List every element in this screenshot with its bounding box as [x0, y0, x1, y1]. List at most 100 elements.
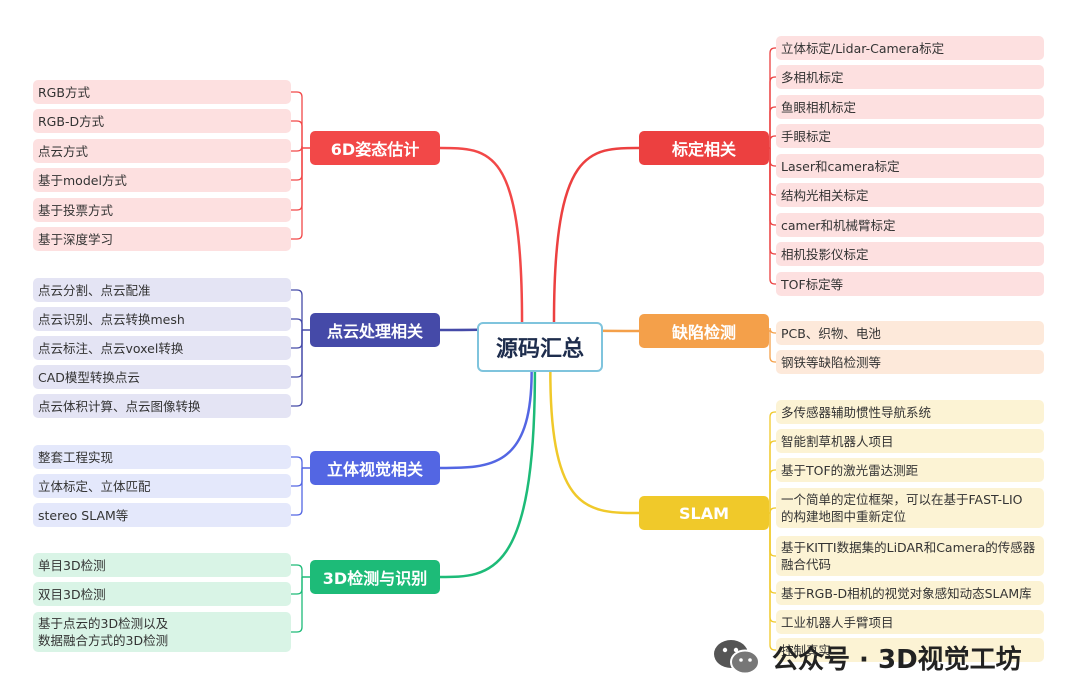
leaf-connector [291, 577, 303, 633]
leaf-connector [291, 456, 303, 468]
topic-calibration: 标定相关 [639, 131, 769, 165]
leaf-item: Laser和camera标定 [776, 154, 1044, 178]
leaf-label: 点云分割、点云配准 [38, 282, 151, 298]
leaf-label: 基于RGB-D相机的视觉对象感知动态SLAM库 [781, 585, 1032, 601]
leaf-label: 立体标定、立体匹配 [38, 478, 151, 494]
leaf-item: 多相机标定 [776, 65, 1044, 89]
leaf-item: 工业机器人手臂项目 [776, 610, 1044, 634]
leaf-item: 整套工程实现 [33, 445, 291, 469]
leaf-connector [291, 289, 303, 330]
leaf-item: stereo SLAM等 [33, 503, 291, 527]
leaf-item: 点云分割、点云配准 [33, 278, 291, 302]
leaf-label: 点云标注、点云voxel转换 [38, 340, 184, 356]
leaf-label: 点云识别、点云转换mesh [38, 311, 185, 327]
topic-connector [439, 371, 533, 470]
leaf-connector [769, 327, 776, 334]
leaf-label: 鱼眼相机标定 [781, 99, 857, 115]
leaf-label: RGB-D方式 [38, 113, 105, 129]
leaf-label: Laser和camera标定 [781, 158, 900, 174]
leaf-item: 点云标注、点云voxel转换 [33, 336, 291, 360]
leaf-label: 基于投票方式 [38, 202, 114, 218]
leaf-item: 结构光相关标定 [776, 183, 1044, 207]
leaf-connector [291, 468, 303, 516]
leaf-connector [769, 469, 776, 513]
leaf-item: CAD模型转换点云 [33, 365, 291, 389]
leaf-label: 点云体积计算、点云图像转换 [38, 398, 201, 414]
leaf-item: 基于深度学习 [33, 227, 291, 251]
topic-connector [439, 371, 537, 579]
leaf-item: 立体标定/Lidar-Camera标定 [776, 36, 1044, 60]
leaf-item: 智能割草机器人项目 [776, 429, 1044, 453]
leaf-connector [291, 120, 303, 148]
wechat-icon [714, 640, 760, 675]
leaf-label: 钢铁等缺陷检测等 [781, 354, 882, 370]
leaf-item: 基于点云的3D检测以及数据融合方式的3D检测 [33, 612, 291, 652]
leaf-item: 基于投票方式 [33, 198, 291, 222]
leaf-label: 相机投影仪标定 [781, 246, 869, 262]
leaf-connector [769, 440, 776, 513]
leaf-connector [769, 106, 776, 148]
leaf-label: PCB、织物、电池 [781, 325, 881, 341]
leaf-connector [291, 468, 303, 487]
leaf-item: 基于KITTI数据集的LiDAR和Camera的传感器融合代码 [776, 536, 1044, 576]
leaf-connector [769, 135, 776, 148]
leaf-connector [291, 577, 303, 595]
leaf-label: 双目3D检测 [38, 586, 106, 602]
watermark-text: 公众号 · 3D视觉工坊 [772, 644, 1022, 675]
leaf-item: 点云识别、点云转换mesh [33, 307, 291, 331]
topic-connector [549, 371, 640, 515]
topic-stereo-vision: 立体视觉相关 [310, 451, 440, 485]
leaf-connector [769, 411, 776, 513]
leaf-connector [769, 76, 776, 148]
leaf-item: 相机投影仪标定 [776, 242, 1044, 266]
leaf-connector [291, 330, 303, 407]
leaf-connector [291, 564, 303, 577]
topic-3d-detection: 3D检测与识别 [310, 560, 440, 594]
leaf-label: camer和机械臂标定 [781, 217, 896, 233]
leaf-connector [769, 47, 776, 148]
leaf-label: 单目3D检测 [38, 557, 106, 573]
leaf-item: RGB-D方式 [33, 109, 291, 133]
leaf-label: 基于深度学习 [38, 231, 114, 247]
leaf-connector [291, 91, 303, 148]
watermark: 公众号 · 3D视觉工坊 [712, 632, 1062, 682]
leaf-connector [291, 148, 303, 240]
leaf-connector [769, 513, 776, 651]
leaf-label: 点云方式 [38, 143, 89, 159]
leaf-connector [291, 318, 303, 330]
leaf-item: TOF标定等 [776, 272, 1044, 296]
leaf-label: 手眼标定 [781, 128, 832, 144]
leaf-item: 点云方式 [33, 139, 291, 163]
leaf-item: RGB方式 [33, 80, 291, 104]
topic-defect-detection: 缺陷检测 [639, 314, 769, 348]
leaf-item: 多传感器辅助惯性导航系统 [776, 400, 1044, 424]
leaf-label: 智能割草机器人项目 [781, 433, 894, 449]
leaf-label: 多传感器辅助惯性导航系统 [781, 404, 932, 420]
leaf-item: 立体标定、立体匹配 [33, 474, 291, 498]
leaf-item: 手眼标定 [776, 124, 1044, 148]
leaf-item: 单目3D检测 [33, 553, 291, 577]
topic-slam: SLAM [639, 496, 769, 530]
leaf-item: 钢铁等缺陷检测等 [776, 350, 1044, 374]
leaf-label: 基于点云的3D检测以及数据融合方式的3D检测 [38, 616, 169, 648]
leaf-item: 双目3D检测 [33, 582, 291, 606]
leaf-label: 多相机标定 [781, 69, 844, 85]
leaf-item: 基于model方式 [33, 168, 291, 192]
leaf-item: 控制真实 [776, 638, 1044, 662]
leaf-connector [291, 330, 303, 378]
leaf-label: TOF标定等 [781, 276, 844, 292]
topic-6d-pose: 6D姿态估计 [310, 131, 440, 165]
leaf-label: 控制真实 [781, 642, 832, 658]
leaf-item: camer和机械臂标定 [776, 213, 1044, 237]
leaf-connector [291, 148, 303, 181]
leaf-item: 基于RGB-D相机的视觉对象感知动态SLAM库 [776, 581, 1044, 605]
leaf-label: 立体标定/Lidar-Camera标定 [781, 40, 945, 56]
leaf-item: PCB、织物、电池 [776, 321, 1044, 345]
leaf-label: 结构光相关标定 [781, 187, 869, 203]
topic-connector [552, 146, 640, 323]
leaf-connector [769, 331, 776, 363]
